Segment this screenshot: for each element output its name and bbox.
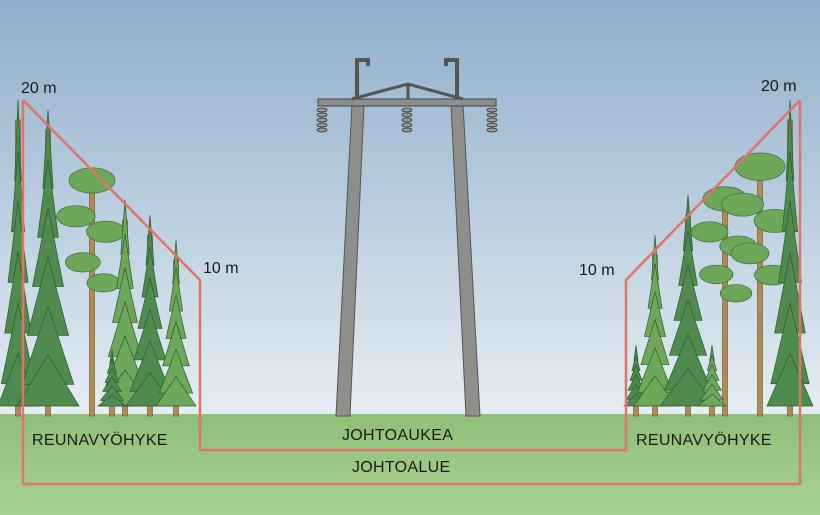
edge-zone-left-outline <box>22 99 801 452</box>
line-clearing-label: JOHTOAUKEA <box>342 427 454 444</box>
power-pylon <box>316 58 498 417</box>
ground <box>0 414 820 515</box>
insulator-1 <box>316 107 328 133</box>
tree-left-2 <box>16 109 80 417</box>
insulator-3 <box>486 107 498 133</box>
tree-right-6 <box>721 152 797 417</box>
tree-right-2 <box>633 234 677 417</box>
insulator-2 <box>401 107 413 133</box>
tree-left-3 <box>56 167 126 417</box>
tree-left-5 <box>125 214 175 417</box>
tree-left-6 <box>155 239 197 417</box>
pylon-crossarm <box>317 98 497 107</box>
shield-wire-peak-left <box>355 58 370 99</box>
shield-wire-peak-right <box>444 58 459 99</box>
edge-zone-label-right: REUNAVYÖHYKE <box>636 432 772 449</box>
height-label-left-20m: 20 m <box>21 80 57 97</box>
tree-left-7 <box>96 349 128 417</box>
insulators <box>316 107 498 133</box>
line-area-label: JOHTOALUE <box>352 459 451 476</box>
edge-zone-label-left: REUNAVYÖHYKE <box>32 432 168 449</box>
zone-outlines <box>21 99 802 486</box>
forest-right <box>623 99 814 417</box>
pylon-bracing <box>351 82 464 101</box>
tree-right-7 <box>766 99 814 417</box>
height-label-right-10m: 10 m <box>579 262 615 279</box>
tree-right-5 <box>697 344 727 417</box>
height-label-left-10m: 10 m <box>203 260 239 277</box>
line-area-outline <box>21 100 802 486</box>
height-label-right-20m: 20 m <box>761 78 797 95</box>
tree-right-3 <box>659 194 717 417</box>
